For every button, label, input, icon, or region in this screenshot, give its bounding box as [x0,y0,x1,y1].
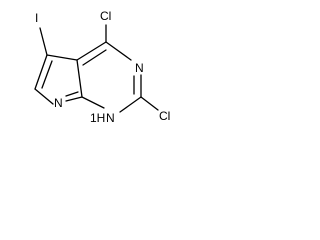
iodine-label: I [35,11,38,25]
bond-c7a-n7-inner [65,91,79,97]
bond-c4-n3 [105,41,132,61]
bond-n7-c7a [65,96,83,102]
bond-c4a-c4 [76,41,107,61]
nh-nitrogen-label: N [106,111,115,125]
bond-c5-iodine [39,27,48,56]
bond-c4a-c5 [46,54,78,61]
bond-c5-c6 [34,54,48,90]
bond-c2-n1 [119,96,142,113]
bond-c5-c6-inner [41,60,53,89]
nitrogen-pyrrole-label: N [54,96,63,110]
pyrrolopyrimidine-structure: I Cl N N Cl 1H N [34,9,170,125]
bond-c4a-c4-inner [82,49,107,66]
chlorine-top-label: Cl [100,9,111,23]
bond-n1-c7a [81,96,105,109]
bond-c6-n7 [34,88,54,105]
nitrogen-ring-label: N [135,61,144,75]
bond-c2-chlorine [140,96,159,111]
nh-prefix-label: 1H [90,111,105,125]
bond-c7a-c4a [76,59,83,98]
chlorine-right-label: Cl [159,109,170,123]
